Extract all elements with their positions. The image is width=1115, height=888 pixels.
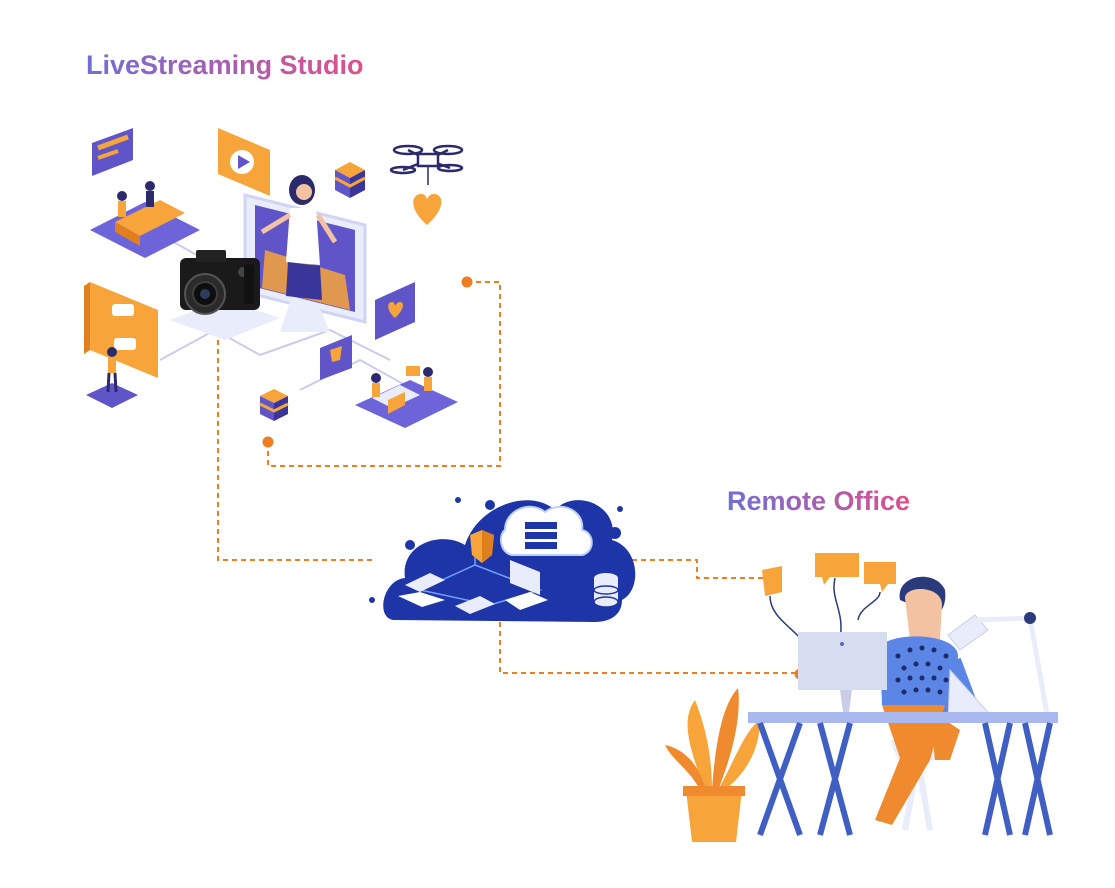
trophy-panel — [320, 335, 352, 380]
monitor-icon — [798, 632, 887, 716]
shield-icon — [470, 530, 494, 563]
lamp-icon — [947, 612, 1051, 721]
desk — [748, 712, 1058, 837]
heart-icon — [413, 193, 442, 225]
connector-dot — [262, 436, 274, 448]
drone-icon — [389, 144, 464, 185]
connector-camera-cloud — [217, 340, 375, 561]
chat-bubble-icon — [92, 128, 133, 176]
connector-studio-right — [267, 281, 501, 467]
plant-icon — [665, 688, 760, 842]
social-panel — [84, 282, 158, 408]
chat-bubble-icon — [762, 553, 896, 596]
heart-panel — [375, 282, 415, 340]
reception-desk — [90, 181, 200, 258]
play-icon — [218, 128, 270, 196]
livestreaming-studio-title: LiveStreaming Studio — [86, 50, 364, 80]
server-stack-icon — [334, 162, 366, 198]
server-stack-icon — [259, 389, 289, 421]
database-icon — [593, 573, 619, 608]
connector-lines — [217, 281, 800, 674]
work-desk — [355, 366, 458, 428]
studio-illustration — [84, 128, 464, 428]
camera-icon — [170, 250, 280, 340]
connector-dot — [461, 276, 473, 288]
connector-cloud-office-desk — [499, 622, 800, 674]
office-illustration — [665, 553, 1058, 842]
cloud-network-icon — [369, 497, 636, 622]
remote-office-title: Remote Office — [727, 486, 911, 516]
connector-cloud-office-chat — [632, 559, 763, 579]
streaming-monitor — [243, 175, 367, 332]
laptop-icon — [398, 573, 445, 607]
monitor-icon — [505, 560, 548, 610]
